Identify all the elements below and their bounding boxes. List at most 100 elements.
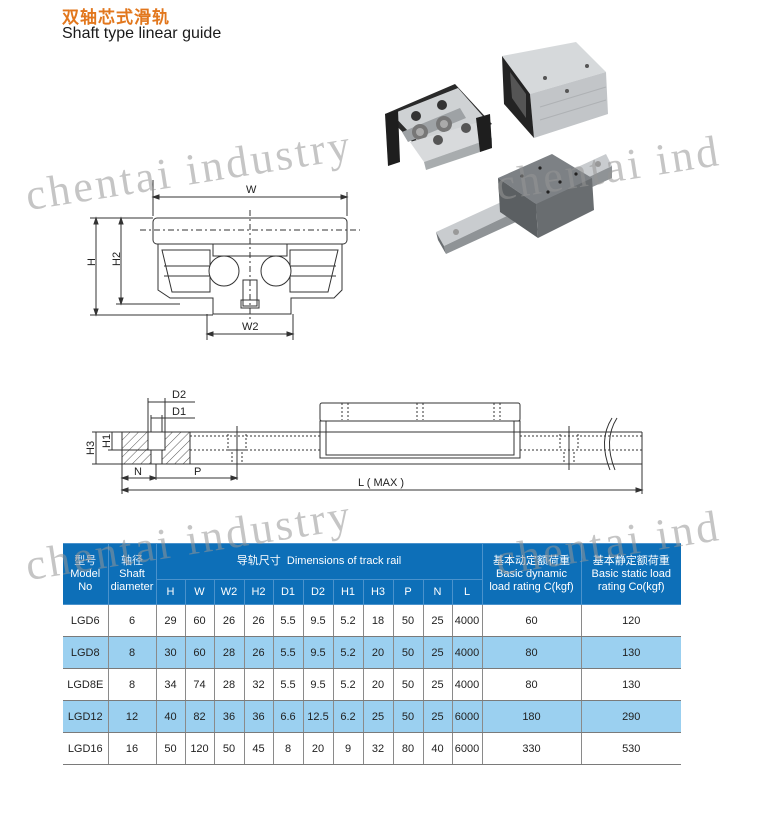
cell-w: 60 [184, 604, 215, 637]
cell-model: LGD16 [63, 732, 109, 765]
cross-section-diagram: W H H2 W2 [86, 180, 360, 340]
product-photos [385, 42, 612, 254]
cell-w2: 28 [213, 636, 245, 669]
cell-w2: 28 [213, 668, 245, 701]
header-col-d2: D2 [302, 579, 334, 605]
cell-w: 74 [184, 668, 215, 701]
cell-h2: 32 [243, 668, 274, 701]
header-col-p: P [392, 579, 424, 605]
cell-shaft: 6 [107, 604, 157, 637]
cell-static: 530 [580, 732, 681, 765]
cell-w: 120 [184, 732, 215, 765]
cell-model: LGD8E [63, 668, 109, 701]
header-static-en-2: rating Co(kgf) [597, 580, 665, 593]
header-model-cn: 型号 [74, 554, 97, 567]
cell-dynamic: 80 [481, 668, 582, 701]
header-shaft-en-2: diameter [110, 580, 154, 593]
cell-h: 50 [155, 732, 186, 765]
cell-h2: 26 [243, 636, 274, 669]
cell-d2: 12.5 [302, 700, 334, 733]
cell-shaft: 8 [107, 636, 157, 669]
header-static-load: 基本静定额荷重 Basic static load rating Co(kgf) [580, 543, 681, 605]
cell-h3: 20 [362, 636, 394, 669]
header-shaft-cn: 轴径 [121, 554, 143, 567]
cell-h: 40 [155, 700, 186, 733]
cell-h: 30 [155, 636, 186, 669]
cell-l: 4000 [451, 636, 483, 669]
label-w2: W2 [242, 321, 259, 333]
header-col-w2: W2 [213, 579, 245, 605]
cell-h3: 32 [362, 732, 394, 765]
cell-static: 120 [580, 604, 681, 637]
table-row: LGD12 12 40 82 36 36 6.6 12.5 6.2 25 50 … [63, 700, 681, 733]
cell-p: 80 [392, 732, 424, 765]
cell-w2: 50 [213, 732, 245, 765]
cell-n: 25 [422, 604, 453, 637]
label-l-max: L ( MAX ) [358, 477, 404, 489]
cell-static: 130 [580, 668, 681, 701]
cell-l: 6000 [451, 732, 483, 765]
header-model-en-2: No [78, 580, 93, 593]
header-col-l: L [451, 579, 483, 605]
header-dynamic-load: 基本动定额荷重 Basic dynamic load rating C(kgf) [481, 543, 582, 605]
cell-shaft: 8 [107, 668, 157, 701]
cell-d1: 8 [272, 732, 304, 765]
cell-h1: 9 [332, 732, 364, 765]
header-static-en-1: Basic static load [591, 567, 671, 580]
header-dynamic-cn: 基本动定额荷重 [493, 554, 570, 567]
header-dynamic-en-1: Basic dynamic [496, 567, 567, 580]
side-view-diagram: D2 D1 H1 H3 N P L ( MAX ) [85, 389, 644, 494]
cell-p: 50 [392, 700, 424, 733]
header-col-h3: H3 [362, 579, 394, 605]
header-model-en-1: Model [70, 567, 101, 580]
cell-h2: 45 [243, 732, 274, 765]
cell-d1: 5.5 [272, 604, 304, 637]
cell-d1: 5.5 [272, 636, 304, 669]
carriage-on-rail-image [436, 154, 612, 254]
header-shaft: 轴径 Shaft diameter [107, 543, 157, 605]
label-h3: H3 [85, 441, 97, 455]
cell-h: 29 [155, 604, 186, 637]
cell-d1: 5.5 [272, 668, 304, 701]
cell-n: 25 [422, 636, 453, 669]
header-dimensions: 导轨尺寸 Dimensions of track rail [155, 543, 483, 580]
cell-d2: 9.5 [302, 636, 334, 669]
cell-static: 130 [580, 636, 681, 669]
cell-n: 25 [422, 668, 453, 701]
cell-shaft: 12 [107, 700, 157, 733]
label-h1: H1 [101, 434, 113, 448]
cell-model: LGD12 [63, 700, 109, 733]
cell-shaft: 16 [107, 732, 157, 765]
header-dimensions-cn: 导轨尺寸 [236, 555, 281, 567]
cell-d2: 9.5 [302, 604, 334, 637]
cell-model: LGD8 [63, 636, 109, 669]
cell-dynamic: 80 [481, 636, 582, 669]
cell-h2: 36 [243, 700, 274, 733]
closed-carriage-image [502, 42, 608, 138]
cell-l: 6000 [451, 700, 483, 733]
header-col-w: W [184, 579, 215, 605]
cell-h3: 25 [362, 700, 394, 733]
header-col-d1: D1 [272, 579, 304, 605]
cell-dynamic: 180 [481, 700, 582, 733]
cell-l: 4000 [451, 604, 483, 637]
cell-w2: 26 [213, 604, 245, 637]
cell-h: 34 [155, 668, 186, 701]
cell-dynamic: 330 [481, 732, 582, 765]
table-row: LGD8 8 30 60 28 26 5.5 9.5 5.2 20 50 25 … [63, 636, 681, 669]
cell-model: LGD6 [63, 604, 109, 637]
specification-table: 型号 Model No 轴径 Shaft diameter 导轨尺寸 Dimen… [63, 543, 681, 765]
label-h: H [86, 258, 98, 266]
header-shaft-en-1: Shaft [119, 567, 145, 580]
cell-n: 25 [422, 700, 453, 733]
header-model: 型号 Model No [63, 543, 109, 605]
table-row: LGD6 6 29 60 26 26 5.5 9.5 5.2 18 50 25 … [63, 604, 681, 637]
cell-p: 50 [392, 604, 424, 637]
header-col-h2: H2 [243, 579, 274, 605]
label-w: W [246, 184, 257, 196]
page-title-english: Shaft type linear guide [62, 25, 222, 42]
cell-h1: 5.2 [332, 668, 364, 701]
cell-static: 290 [580, 700, 681, 733]
header-col-h: H [155, 579, 186, 605]
cell-n: 40 [422, 732, 453, 765]
